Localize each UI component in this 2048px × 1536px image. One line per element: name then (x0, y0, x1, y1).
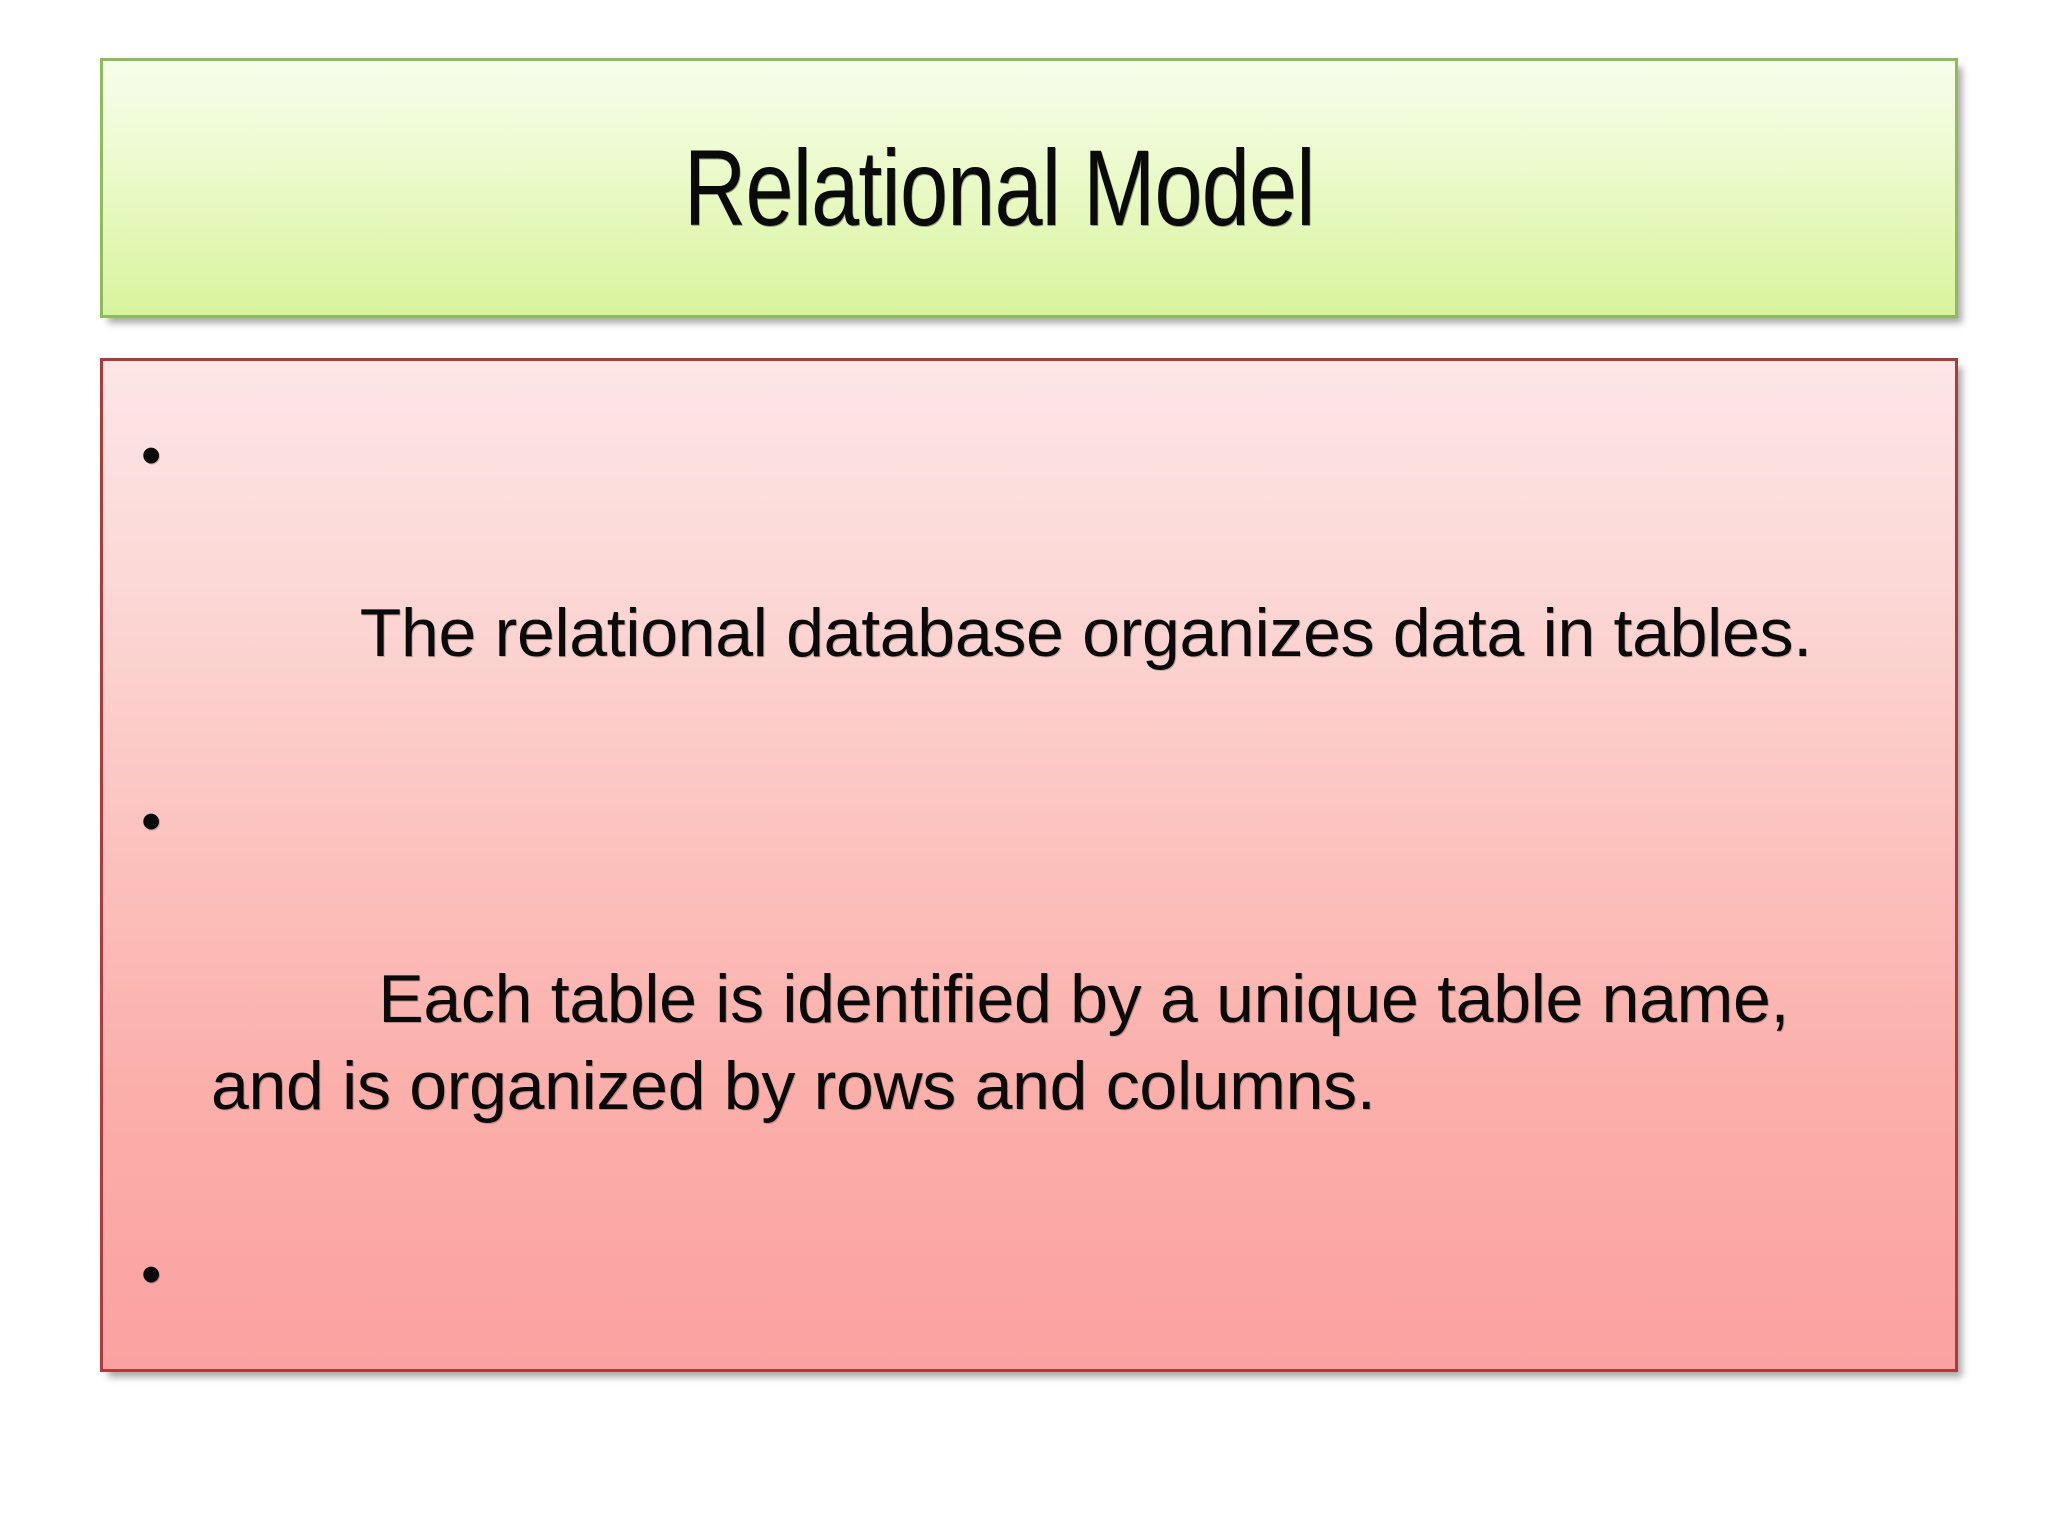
page-title: Relational Model (683, 127, 1316, 248)
bullet-point-icon: • (141, 1242, 162, 1308)
list-item: • Each table is identified by a unique t… (133, 782, 1915, 1217)
bullet-point-icon: • (141, 789, 162, 855)
bullet-list: • The relational database organizes data… (133, 416, 1915, 1369)
bullet-point-icon: • (141, 423, 162, 488)
list-item: • Each column within a table also has a … (133, 1235, 1915, 1369)
content-box: • The relational database organizes data… (100, 358, 1958, 1372)
list-item-text: Each table is identified by a unique tab… (211, 961, 1808, 1125)
title-box: Relational Model (100, 58, 1958, 318)
list-item: • The relational database organizes data… (133, 416, 1915, 764)
list-item-text: The relational database organizes data i… (359, 595, 1812, 672)
